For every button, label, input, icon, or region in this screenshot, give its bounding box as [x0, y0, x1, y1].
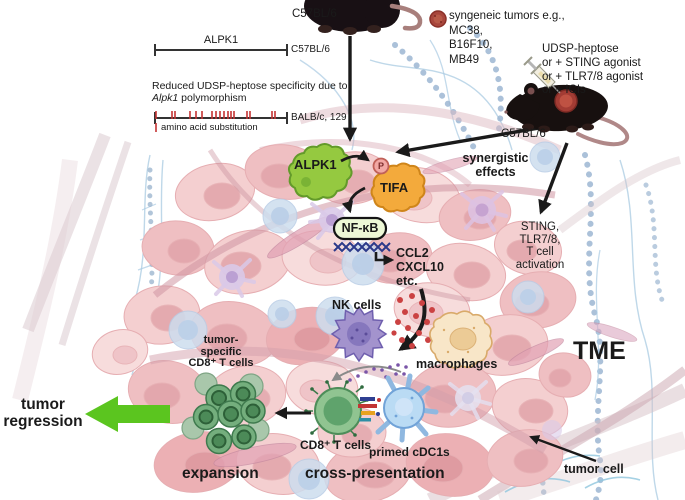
tifa-protein — [370, 162, 426, 213]
treatment-line3: or + TLR7/8 agonist — [542, 70, 644, 83]
pathway-graphics — [287, 143, 435, 351]
syringe-icon — [523, 56, 561, 94]
chemokine-cxcl10: CXCL10 — [396, 259, 444, 274]
gene-note: Reduced UDSP-heptose specificity due to … — [152, 80, 348, 104]
tumor-cell-label: tumor cell — [564, 462, 624, 476]
syngeneic-line1: syngeneic tumors e.g., — [449, 10, 565, 22]
treatment-line2: or + STING agonist — [542, 56, 641, 69]
macrophages-label: macrophages — [416, 357, 498, 371]
chemokine-etc: etc. — [396, 273, 418, 288]
regression-line1: tumor — [21, 396, 65, 413]
arrow-treatment-to-sting — [538, 142, 569, 215]
primed-cdc1s-label: primed cDC1s — [369, 445, 450, 459]
polymorphism-ticks — [155, 111, 276, 132]
mouse-right-label: C57BL/6 — [501, 128, 546, 140]
tumor-regression-arrow — [85, 396, 170, 432]
syngeneic-tumors-note: syngeneic tumors e.g., MC38, B16F10, MB4… — [449, 9, 565, 67]
phospho-label: P — [377, 160, 384, 171]
gene-strain-top-label: C57BL/6 — [291, 44, 330, 55]
alpk1-label: ALPK1 — [294, 157, 337, 172]
synergistic-effects-label: synergistic effects — [433, 151, 558, 179]
syngeneic-line2: MC38, — [449, 24, 483, 37]
phospho-circle — [372, 157, 390, 175]
amino-acid-caption: amino acid substitution — [161, 122, 258, 133]
sting-line4: activation — [515, 258, 565, 271]
tumor-specific-line3: CD8⁺ T cells — [188, 357, 254, 370]
arrow-alpk1-to-tifa — [340, 149, 370, 163]
tumor-dot-icon — [429, 10, 447, 28]
gene-alpk1-label: ALPK1 — [203, 34, 239, 46]
cd8-t-cells-label: CD8⁺ T cells — [300, 438, 372, 452]
cross-presentation-label: cross-presentation — [305, 465, 445, 482]
treatment-line1: UDSP-heptose — [542, 43, 619, 55]
tme-label: TME — [573, 337, 626, 365]
syngeneic-line3: B16F10, — [449, 39, 493, 52]
arrow-tifa-to-nfkb — [341, 186, 366, 214]
tumor-regression-label: tumor regression — [0, 396, 86, 431]
chemokines-label: CCL2 CXCL10 etc. — [396, 246, 444, 288]
cd8-t-cell — [304, 380, 381, 444]
sting-line3: T cell — [526, 246, 554, 259]
tifa-label: TIFA — [380, 180, 409, 195]
gene-strain-bottom-label: BALB/c, 129 — [291, 112, 347, 123]
regression-line2: regression — [3, 413, 83, 431]
synergistic-line2: effects — [475, 165, 516, 179]
expansion-label: expansion — [182, 465, 259, 482]
tumor-specific-line1: tumor- — [203, 334, 239, 346]
synergistic-line1: synergistic — [462, 151, 529, 165]
tumor-specific-line2: specific — [200, 345, 242, 358]
antigen-trail — [331, 363, 408, 382]
arrow-tumor-cell-pointer — [529, 435, 597, 463]
sting-activation-label: STING, TLR7/8, T cell activation — [500, 221, 580, 271]
gene-note-line2: Alpk1 polymorphism — [152, 92, 348, 104]
tcr-mhc-synapse — [358, 397, 381, 422]
cdc1-cell — [375, 373, 439, 443]
nk-cells-label: NK cells — [332, 298, 382, 312]
gene-note-line1: Reduced UDSP-heptose specificity due to — [152, 80, 348, 92]
gene-note-italic: Alpk1 — [152, 92, 179, 105]
tumor-specific-t-cell-cluster — [181, 372, 270, 455]
sting-line1: STING, — [520, 221, 560, 233]
treatment-line4: or + ICIs — [542, 84, 586, 97]
nfkb-pill — [332, 216, 388, 241]
stroma-ribbons — [149, 148, 638, 468]
tumor-specific-label: tumor- specific CD8⁺ T cells — [179, 334, 263, 370]
dna-helix — [333, 241, 391, 253]
mouse-top-label: C57BL/6 — [292, 8, 337, 20]
arrow-chemokine-recruitment — [398, 288, 427, 351]
nk-cell — [330, 305, 388, 363]
nfkb-label: NF-κB — [341, 221, 379, 235]
arrow-transcription — [374, 252, 395, 266]
syngeneic-line4: MB49 — [449, 53, 480, 66]
treatment-note: UDSP-heptose or + STING agonist or + TLR… — [542, 43, 643, 98]
sting-line2: TLR7/8, — [519, 233, 561, 246]
chemokine-dots — [391, 293, 435, 349]
mouse-right — [504, 56, 630, 147]
gene-note-rest: polymorphism — [178, 92, 247, 105]
mouse-top — [304, 0, 423, 35]
chemokine-ccl2: CCL2 — [396, 246, 429, 260]
macrophage-cell — [429, 310, 493, 369]
gene-diagram — [154, 44, 288, 132]
